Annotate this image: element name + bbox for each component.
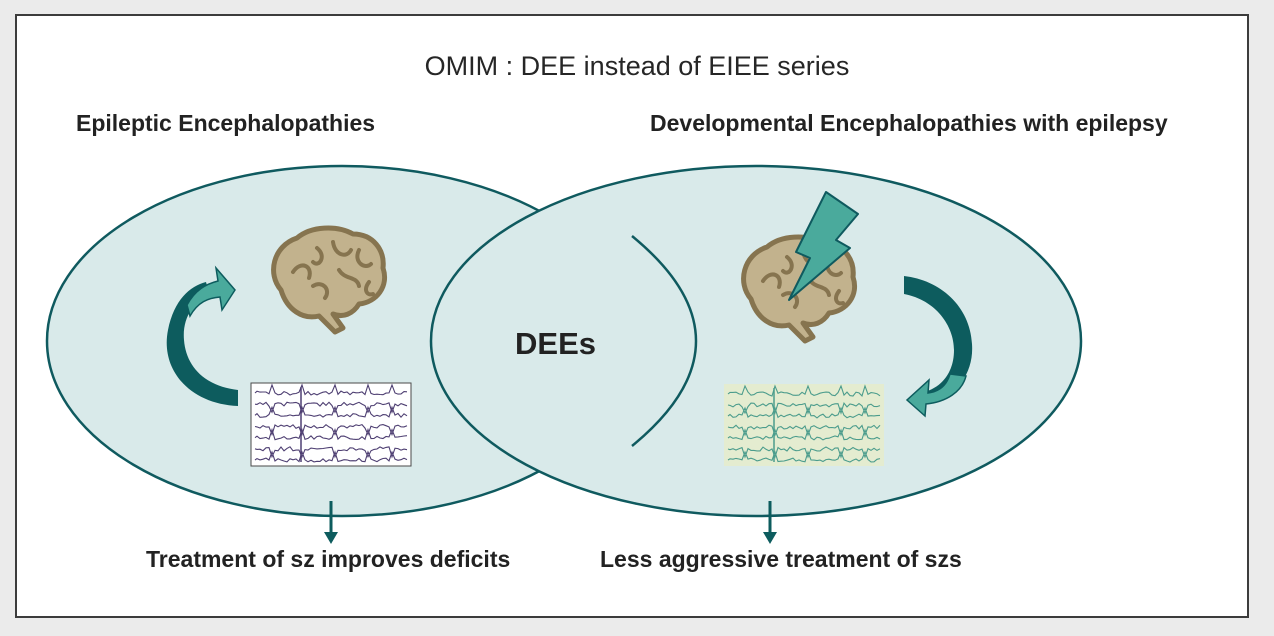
left-circle-label: Epileptic Encephalopathies — [76, 110, 376, 136]
down-arrow-icon — [763, 501, 777, 544]
cycle-arrow-icon — [904, 276, 973, 418]
overlap-label: DEEs — [515, 326, 596, 361]
right-outcome-text: Less aggressive treatment of szs — [600, 546, 962, 572]
eeg-trace-icon — [724, 384, 884, 466]
left-ellipse-arc-overlap — [631, 235, 698, 447]
down-arrow-icon — [324, 501, 338, 544]
lightning-icon — [788, 191, 859, 301]
eeg-trace-icon — [250, 382, 412, 467]
right-ellipse — [429, 164, 1083, 518]
right-circle-label: Developmental Encephalopathies with epil… — [650, 110, 1168, 136]
diagram-title: OMIM : DEE instead of EIEE series — [424, 51, 850, 81]
cycle-arrow-icon — [166, 265, 238, 406]
left-outcome-text: Treatment of sz improves deficits — [146, 546, 511, 572]
